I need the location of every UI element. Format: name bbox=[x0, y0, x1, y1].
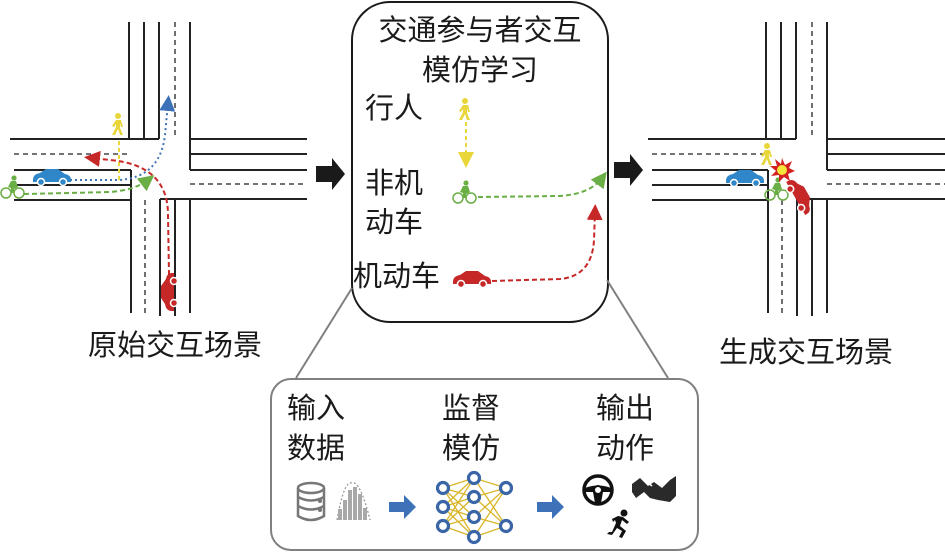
agent-label-cyclist-line2: 动车 bbox=[365, 205, 423, 239]
neural-network-icon bbox=[435, 470, 514, 545]
nn-node bbox=[498, 480, 514, 496]
agent-label-cyclist-line1: 非机 bbox=[365, 166, 423, 200]
bottom-panel bbox=[270, 378, 699, 551]
nn-node bbox=[466, 470, 482, 486]
nn-node bbox=[466, 509, 482, 525]
running-person-icon bbox=[607, 509, 629, 538]
cyclist-trajectory bbox=[23, 175, 155, 195]
flow-arrow-1 bbox=[316, 158, 345, 190]
nn-node bbox=[435, 480, 451, 496]
pedestrian-icon bbox=[112, 113, 123, 135]
nn-node bbox=[435, 499, 451, 515]
blue-car-icon bbox=[32, 168, 72, 187]
center-title-line1: 交通参与者交互 bbox=[378, 13, 581, 47]
right-scene-caption: 生成交互场景 bbox=[719, 335, 893, 369]
cyclist-trajectory bbox=[477, 171, 607, 198]
steering-wheel-icon bbox=[582, 474, 614, 506]
histogram-icon bbox=[336, 482, 371, 521]
flow-arrow-2 bbox=[614, 154, 643, 186]
nn-node bbox=[435, 518, 451, 534]
nn-edge bbox=[473, 487, 507, 518]
nn-node bbox=[466, 489, 482, 505]
callout-line-left bbox=[295, 287, 353, 379]
database-icon bbox=[296, 481, 326, 522]
pedestrian-icon bbox=[761, 143, 772, 165]
step-output-label-line2: 动作 bbox=[596, 431, 654, 465]
step-output-label-line1: 输出 bbox=[596, 391, 654, 425]
car-icon bbox=[452, 270, 492, 289]
right-intersection bbox=[648, 22, 945, 316]
agent-label-car: 机动车 bbox=[353, 259, 440, 293]
center-panel bbox=[351, 1, 609, 323]
car-trajectory bbox=[491, 204, 603, 282]
center-title-line2: 模仿学习 bbox=[422, 53, 538, 87]
step-arrow-1 bbox=[389, 495, 416, 519]
step-input-label-line2: 数据 bbox=[287, 431, 345, 465]
step-arrow-2 bbox=[537, 495, 564, 519]
nn-node bbox=[498, 518, 514, 534]
collision-icon bbox=[770, 158, 795, 182]
cyclist-icon bbox=[452, 179, 477, 204]
left-intersection bbox=[10, 22, 307, 316]
pedal-icon bbox=[632, 476, 676, 502]
callout-line-right bbox=[606, 279, 669, 379]
step-imitation-label-line1: 监督 bbox=[442, 391, 500, 425]
step-imitation-label-line2: 模仿 bbox=[442, 431, 500, 465]
agent-label-pedestrian: 行人 bbox=[365, 91, 423, 125]
pedestrian-icon bbox=[459, 98, 470, 120]
left-scene-caption: 原始交互场景 bbox=[88, 328, 262, 362]
step-input-label-line1: 输入 bbox=[287, 391, 345, 425]
cyclist-icon bbox=[0, 174, 25, 199]
nn-edge bbox=[442, 477, 475, 527]
red-car-trajectory bbox=[84, 150, 170, 276]
nn-edge bbox=[473, 487, 507, 538]
nn-node bbox=[466, 529, 482, 545]
